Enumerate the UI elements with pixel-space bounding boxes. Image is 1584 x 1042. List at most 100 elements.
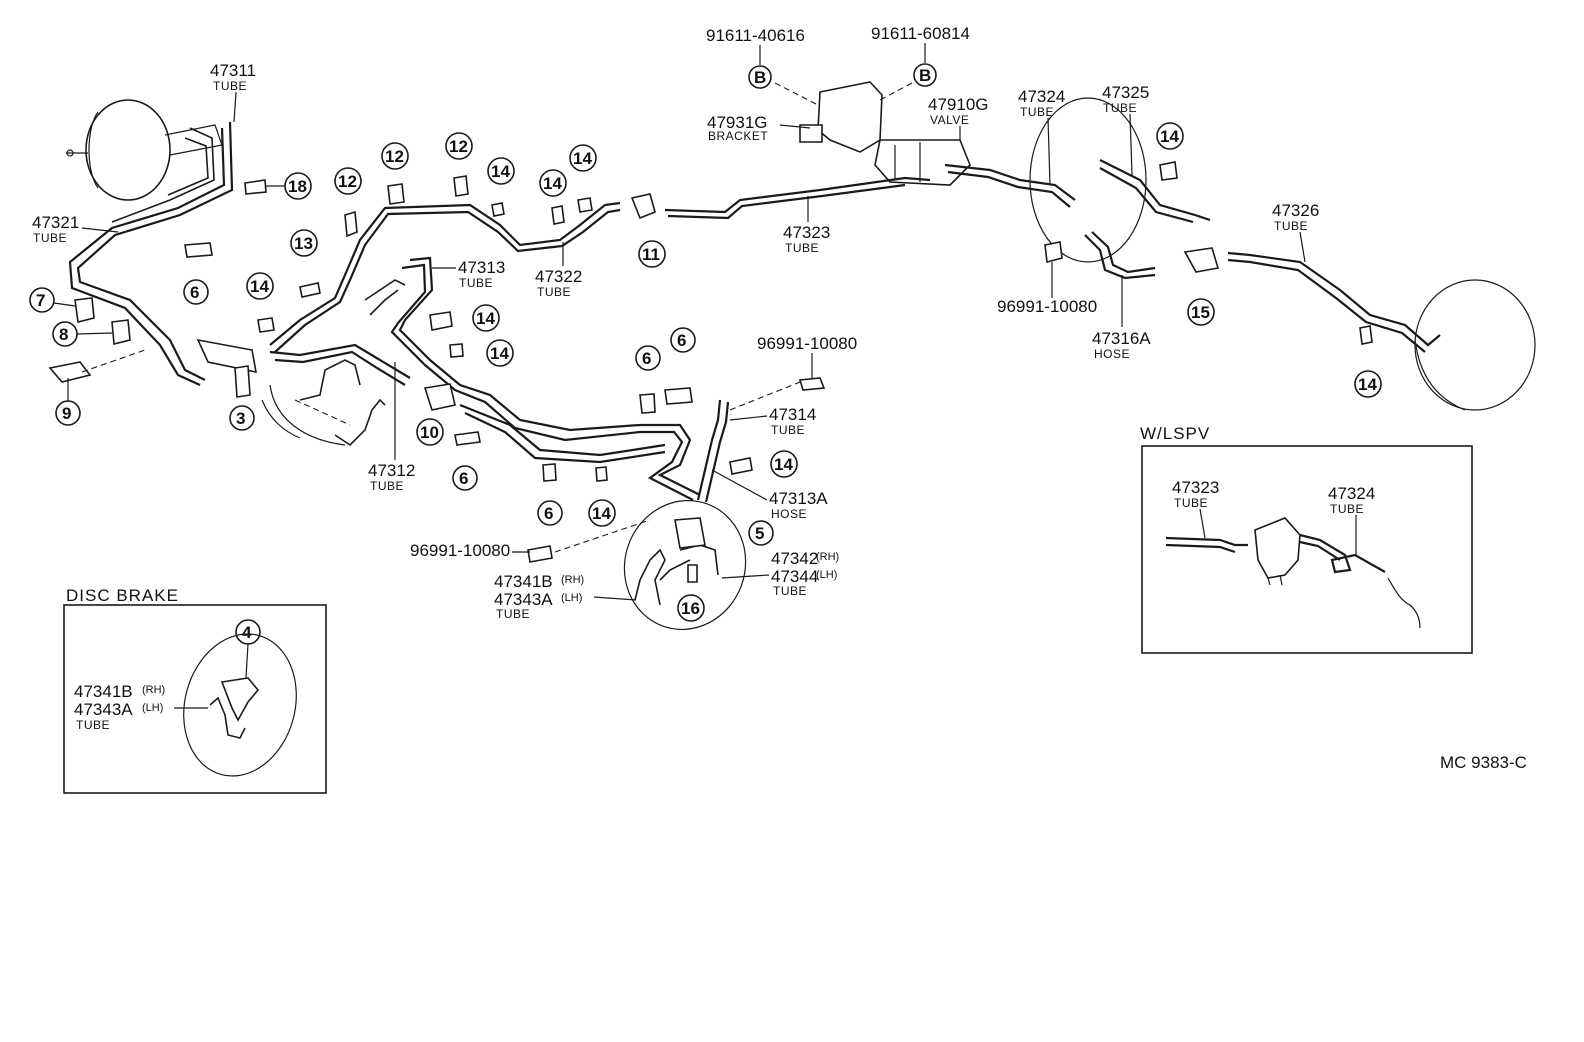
callout-5: 5	[748, 520, 774, 546]
label-47342-side: (RH)	[816, 551, 839, 563]
label-47322-number: 47322	[535, 267, 582, 286]
far-right-drum	[1227, 251, 1536, 411]
clips	[48, 161, 1373, 563]
svg-text:6: 6	[459, 469, 468, 488]
dashed-leaders	[81, 82, 913, 553]
hose-47313a	[696, 399, 730, 503]
label-47344-side: (LH)	[816, 569, 837, 581]
label-47343a-type: TUBE	[496, 607, 530, 621]
label-47325-number: 47325	[1102, 83, 1149, 102]
callout-3: 3	[229, 405, 255, 431]
label-47341b-side: (RH)	[561, 574, 584, 586]
callout-14-d: 14	[569, 144, 597, 172]
svg-text:15: 15	[1191, 303, 1210, 322]
label-47314-type: TUBE	[771, 423, 805, 437]
lspv-title: W/LSPV	[1140, 424, 1210, 443]
svg-text:12: 12	[338, 172, 357, 191]
svg-text:8: 8	[59, 325, 68, 344]
brake-booster	[66, 99, 223, 201]
callout-14-i: 14	[1156, 122, 1184, 150]
proportioning-valve	[799, 81, 971, 186]
callout-10: 10	[416, 418, 444, 446]
svg-text:5: 5	[755, 524, 764, 543]
callouts: 3 4 5 6 6 6 6 6 7 8 9 10 11 12 12 12 13 …	[29, 122, 1382, 645]
label-47316a-number: 47316A	[1092, 329, 1151, 348]
label-clip-3: 96991-10080	[997, 297, 1097, 316]
callout-14-h: 14	[770, 450, 798, 478]
svg-text:12: 12	[449, 137, 468, 156]
callout-6-e: 6	[537, 500, 563, 526]
label-47313a-type: HOSE	[771, 507, 807, 521]
svg-text:14: 14	[490, 344, 509, 363]
disc-47341b-number: 47341B	[74, 682, 133, 701]
label-47311-number: 47311	[210, 61, 256, 80]
disc-brake-title: DISC BRAKE	[66, 586, 179, 605]
label-47344-type: TUBE	[773, 584, 807, 598]
label-47321-type: TUBE	[33, 231, 67, 245]
svg-text:13: 13	[294, 234, 313, 253]
svg-text:14: 14	[1160, 127, 1179, 146]
callout-9: 9	[55, 400, 81, 426]
callout-6-d: 6	[452, 465, 478, 491]
svg-text:4: 4	[242, 623, 252, 642]
label-47910g-number: 47910G	[928, 95, 989, 114]
label-47312-number: 47312	[368, 461, 415, 480]
label-47323-type: TUBE	[785, 241, 819, 255]
front-tubes	[68, 121, 257, 398]
label-bolt-2: 91611-60814	[871, 24, 970, 43]
svg-text:14: 14	[573, 149, 592, 168]
label-47323-number: 47323	[783, 223, 830, 242]
callout-14-f: 14	[486, 339, 514, 367]
svg-text:14: 14	[543, 174, 562, 193]
svg-text:7: 7	[36, 291, 45, 310]
svg-text:14: 14	[250, 277, 269, 296]
label-47322-type: TUBE	[537, 285, 571, 299]
label-47313-number: 47313	[458, 258, 505, 277]
svg-text:12: 12	[385, 147, 404, 166]
callout-16: 16	[677, 594, 705, 622]
center-tubes	[269, 176, 931, 353]
label-47314-number: 47314	[769, 405, 816, 424]
callout-18: 18	[284, 172, 312, 200]
svg-text:18: 18	[288, 177, 307, 196]
label-47313-type: TUBE	[459, 276, 493, 290]
callout-14-c: 14	[539, 169, 567, 197]
callout-12-c: 12	[445, 132, 473, 160]
label-47321-number: 47321	[32, 213, 79, 232]
rear-left-tubes	[269, 256, 701, 501]
svg-text:3: 3	[236, 409, 245, 428]
svg-text:16: 16	[681, 599, 700, 618]
label-47342-number: 47342	[771, 549, 818, 568]
label-47312-type: TUBE	[370, 479, 404, 493]
svg-text:6: 6	[677, 331, 686, 350]
label-47341b-number: 47341B	[494, 572, 553, 591]
label-47343a-side: (LH)	[561, 592, 582, 604]
callout-6-a: 6	[183, 279, 209, 305]
label-47910g-type: VALVE	[930, 113, 969, 127]
disc-brake-inset: DISC BRAKE 47341B (RH) 47343A (LH) TUBE	[63, 586, 327, 794]
callout-13: 13	[290, 229, 318, 257]
callout-8: 8	[52, 321, 78, 347]
callout-14-j: 14	[1354, 370, 1382, 398]
svg-text:11: 11	[642, 245, 660, 264]
callout-11: 11	[638, 240, 666, 268]
lspv-47324-number: 47324	[1328, 484, 1375, 503]
label-47324-type: TUBE	[1020, 105, 1054, 119]
label-47343a-number: 47343A	[494, 590, 553, 609]
lspv-inset: W/LSPV 47323 TUBE 47324 TUBE	[1140, 424, 1473, 654]
svg-text:14: 14	[476, 309, 495, 328]
right-drum	[944, 97, 1220, 280]
label-47326-type: TUBE	[1274, 219, 1308, 233]
label-clip-2: 96991-10080	[410, 541, 510, 560]
bolt-symbols: B B	[748, 63, 937, 89]
bolt-b-2: B	[919, 66, 931, 85]
callout-14-a: 14	[246, 272, 274, 300]
label-47311-type: TUBE	[213, 79, 247, 93]
label-47325-type: TUBE	[1103, 101, 1137, 115]
label-47316a-type: HOSE	[1094, 347, 1130, 361]
lspv-47324-type: TUBE	[1330, 502, 1364, 516]
disc-47343a-number: 47343A	[74, 700, 133, 719]
callout-12-b: 12	[381, 142, 409, 170]
svg-text:10: 10	[420, 423, 439, 442]
